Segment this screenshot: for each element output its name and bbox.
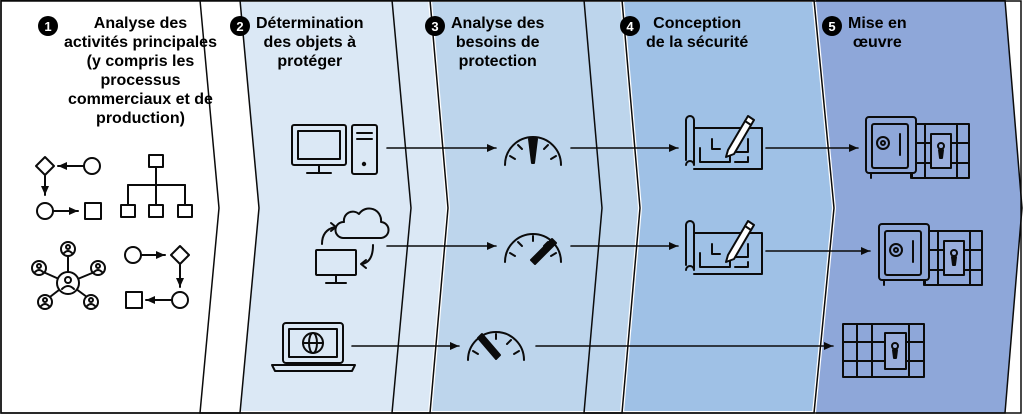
step-4-header: 4 Conception de la sécurité [620,14,770,52]
step-1-header: 1 Analyse des activités principales (y c… [38,14,223,128]
door-icon [842,323,925,378]
laptop-globe-icon [271,322,356,372]
gauge-medium-icon [467,331,525,361]
step-5-header: 5 Mise en œuvre [822,14,932,52]
safe-door-icon [865,116,970,179]
process-flow-icon [35,156,102,220]
step-title: Mise en œuvre [848,15,907,51]
org-chart-icon [120,154,193,218]
step-number-badge: 4 [620,16,640,36]
blueprint-icon [685,220,763,275]
step-number-badge: 2 [230,16,250,36]
cloud-sync-icon [315,207,390,284]
step-number-badge: 3 [425,16,445,36]
safe-door-icon [878,223,983,286]
desktop-computer-icon [291,124,378,175]
connector-arrows [351,144,871,350]
gauge-low-icon [504,136,562,166]
process-cycle-icon [124,245,190,309]
blueprint-icon [685,115,763,170]
step-2-header: 2 Détermination des objets à protéger [230,14,405,71]
step-title: Analyse des besoins de protection [451,15,545,70]
step-title: Analyse des activités principales (y com… [64,15,217,127]
step-title: Conception de la sécurité [646,15,749,51]
gauge-high-icon [504,233,562,265]
step-title: Détermination des objets à protéger [256,15,364,70]
step-number-badge: 1 [38,16,58,36]
step-3-header: 3 Analyse des besoins de protection [425,14,575,71]
step-number-badge: 5 [822,16,842,36]
network-people-icon [31,241,106,310]
